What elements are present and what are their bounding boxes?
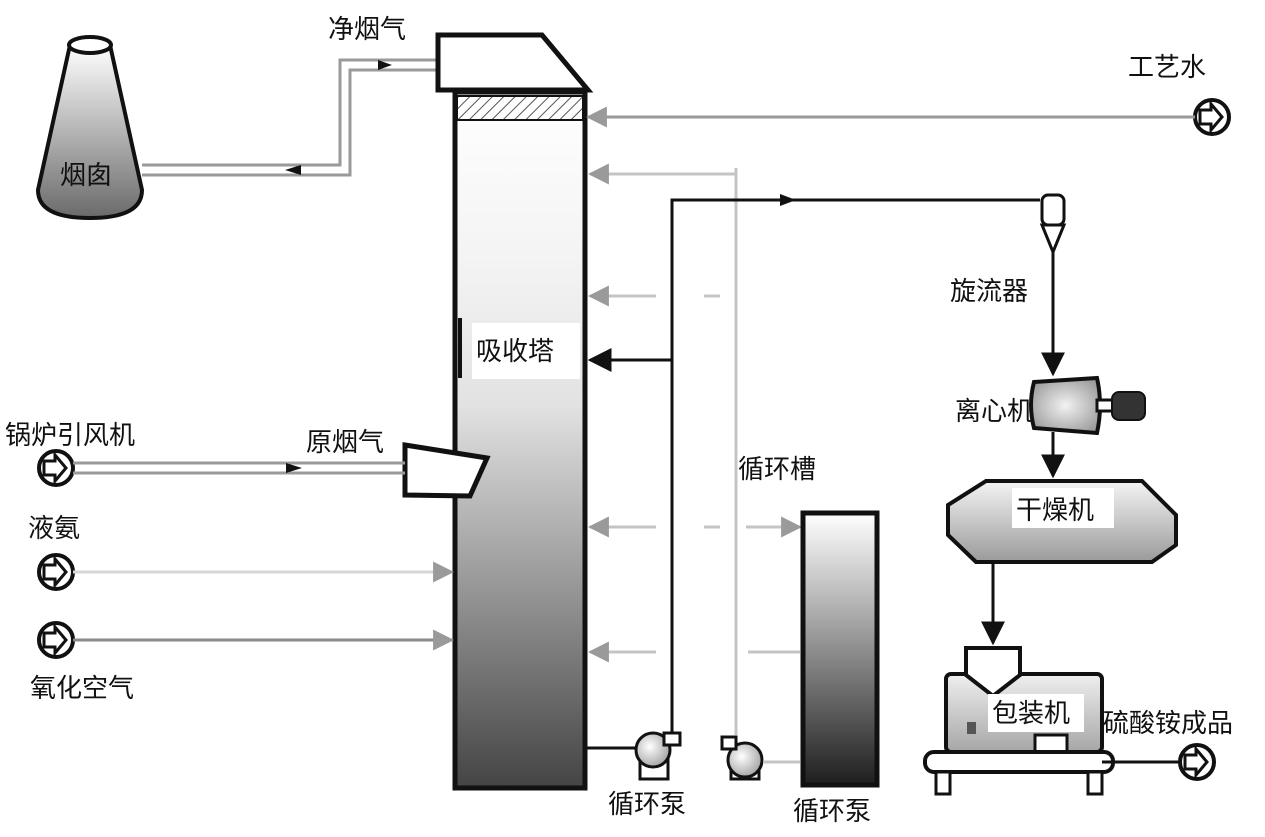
clean-gas-arrow-1	[378, 60, 392, 70]
absorption-tower-label: 吸收塔	[476, 337, 554, 367]
oxidation-air-source-icon	[37, 621, 75, 659]
clean-flue-gas-pipe	[142, 58, 438, 177]
product-label: 硫酸铵成品	[1103, 709, 1233, 739]
dryer-label: 干燥机	[1016, 496, 1094, 526]
centrifuge-icon	[1029, 375, 1146, 436]
circulation-tank-label: 循环槽	[738, 455, 816, 485]
circulation-pump-2-icon	[720, 735, 764, 781]
oxidation-air-label: 氧化空气	[30, 674, 134, 704]
absorption-tower	[402, 32, 594, 791]
dryer	[946, 479, 1178, 564]
chimney-label: 烟囱	[60, 161, 112, 191]
liquid-ammonia-source-icon	[37, 553, 75, 591]
pump-2-label: 循环泵	[793, 797, 871, 827]
circulation-lines	[587, 163, 803, 735]
raw-flue-gas-label: 原烟气	[306, 428, 384, 458]
clean-flue-gas-label: 净烟气	[328, 15, 406, 45]
circulation-pump-1-icon	[634, 731, 682, 781]
process-water-source-icon	[1193, 98, 1231, 136]
boiler-fan-source-icon	[37, 449, 75, 487]
clean-gas-arrow-2	[285, 165, 301, 175]
raw-gas-arrow	[286, 463, 302, 473]
packaging-machine-label: 包装机	[992, 699, 1070, 729]
raw-flue-gas-pipe	[73, 461, 405, 475]
cyclone-label: 旋流器	[950, 277, 1028, 307]
liquid-ammonia-label: 液氨	[28, 514, 80, 544]
cyclone-icon	[1039, 193, 1067, 256]
packaging-machine	[923, 646, 1115, 796]
slurry-line	[585, 198, 1040, 750]
slurry-arrow	[780, 194, 796, 206]
centrifuge-label: 离心机	[955, 397, 1033, 427]
circulation-tank	[800, 510, 880, 788]
pump-1-label: 循环泵	[608, 790, 686, 820]
process-water-label: 工艺水	[1128, 53, 1206, 83]
chimney	[35, 35, 145, 221]
product-outlet-icon	[1178, 743, 1216, 781]
boiler-fan-label: 锅炉引风机	[5, 421, 135, 451]
